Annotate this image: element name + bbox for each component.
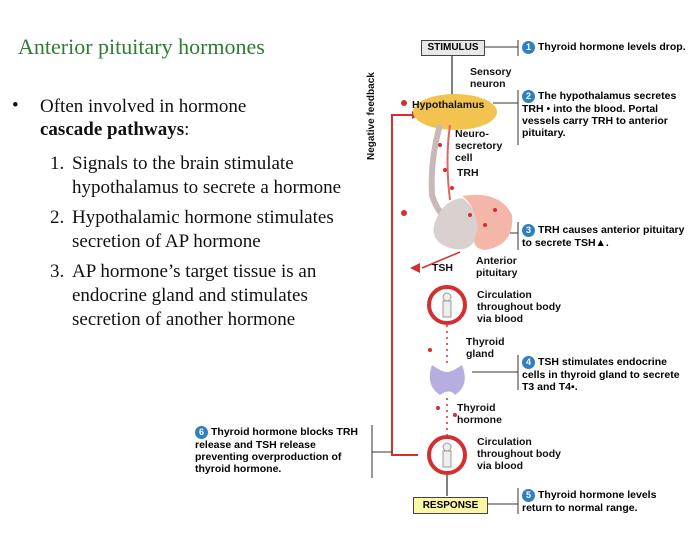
trh-dots: [428, 143, 497, 417]
bullet-colon: :: [184, 119, 190, 140]
sensory-neuron-label: Sensory neuron: [470, 66, 512, 90]
circulation-2-label: Circulation throughout body via blood: [477, 436, 561, 472]
callout-text: Thyroid hormone levels drop.: [538, 41, 686, 53]
neurosecretory-axon: [446, 124, 451, 201]
step-text: AP hormone’s target tissue is an endocri…: [72, 261, 317, 330]
thyroid-gland-label: Thyroid gland: [466, 336, 505, 360]
step-text: Hypothalamic hormone stimulates secretio…: [72, 207, 334, 252]
steps-list: 1. Signals to the brain stimulate hypotha…: [50, 152, 370, 338]
step-text: Signals to the brain stimulate hypothala…: [72, 153, 342, 198]
anterior-pituitary-label: Anterior pituitary: [476, 255, 518, 279]
circulation-ring-2: [427, 435, 467, 475]
callout-number: 5: [522, 489, 535, 502]
callout-text: TRH causes anterior pituitary to secrete…: [522, 224, 685, 249]
callout-text: TSH stimulates endocrine cells in thyroi…: [522, 356, 680, 393]
circulation-ring-1: [427, 285, 467, 325]
body-figure-head-2: [442, 442, 452, 452]
callout-text: The hypothalamus secretes TRH • into the…: [522, 90, 677, 139]
hypothalamus-label: Hypothalamus: [412, 99, 485, 111]
callout-text: Thyroid hormone levels return to normal …: [522, 489, 657, 514]
negative-feedback-label: Negative feedback: [366, 72, 377, 160]
bullet-line: Often involved in hormone cascade pathwa…: [40, 95, 380, 141]
body-figure-torso-1: [442, 300, 452, 318]
thyroid-hormone-label: Thyroid hormone: [457, 402, 502, 426]
inhibit-dot-2: [401, 210, 407, 216]
feedback-line-lower: [391, 255, 418, 456]
stimulus-box: STIMULUS: [421, 40, 485, 56]
feedback-line: [391, 114, 412, 440]
circulation-1-label: Circulation throughout body via blood: [477, 289, 561, 325]
step-item: 2. Hypothalamic hormone stimulates secret…: [50, 206, 370, 254]
step-item: 3. AP hormone’s target tissue is an endoc…: [50, 260, 370, 332]
neurosecretory-cell-label: Neuro- secretory cell: [455, 128, 503, 164]
posterior-pituitary-shape: [433, 198, 479, 250]
step-number: 2.: [50, 207, 65, 228]
response-box: RESPONSE: [413, 497, 488, 514]
callout-number: 2: [522, 90, 535, 103]
inhibit-dot-1: [401, 100, 407, 106]
bullet-intro: Often involved in hormone: [40, 96, 247, 117]
callout-number: 6: [195, 426, 208, 439]
tsh-arrow: [421, 251, 461, 269]
tsh-arrowhead: [410, 263, 420, 273]
body-figure-torso-2: [442, 450, 452, 468]
thyroid-shape: [429, 365, 465, 395]
callout-number: 4: [522, 356, 535, 369]
body-figure-head-1: [442, 292, 452, 302]
callout-number: 3: [522, 224, 535, 237]
trh-label: TRH: [457, 167, 479, 179]
callout-number: 1: [522, 41, 535, 54]
bullet-marker: •: [12, 95, 19, 116]
slide-title: Anterior pituitary hormones: [18, 34, 265, 59]
anterior-pituitary-shape: [462, 194, 513, 250]
step-item: 1. Signals to the brain stimulate hypotha…: [50, 152, 370, 200]
hypothalamus-shape: [413, 94, 497, 130]
tsh-label: TSH: [432, 262, 453, 274]
callout-text: Thyroid hormone blocks TRH release and T…: [195, 426, 359, 475]
bullet-bold: cascade pathways: [40, 119, 185, 140]
step-number: 1.: [50, 153, 65, 174]
step-number: 3.: [50, 261, 65, 282]
